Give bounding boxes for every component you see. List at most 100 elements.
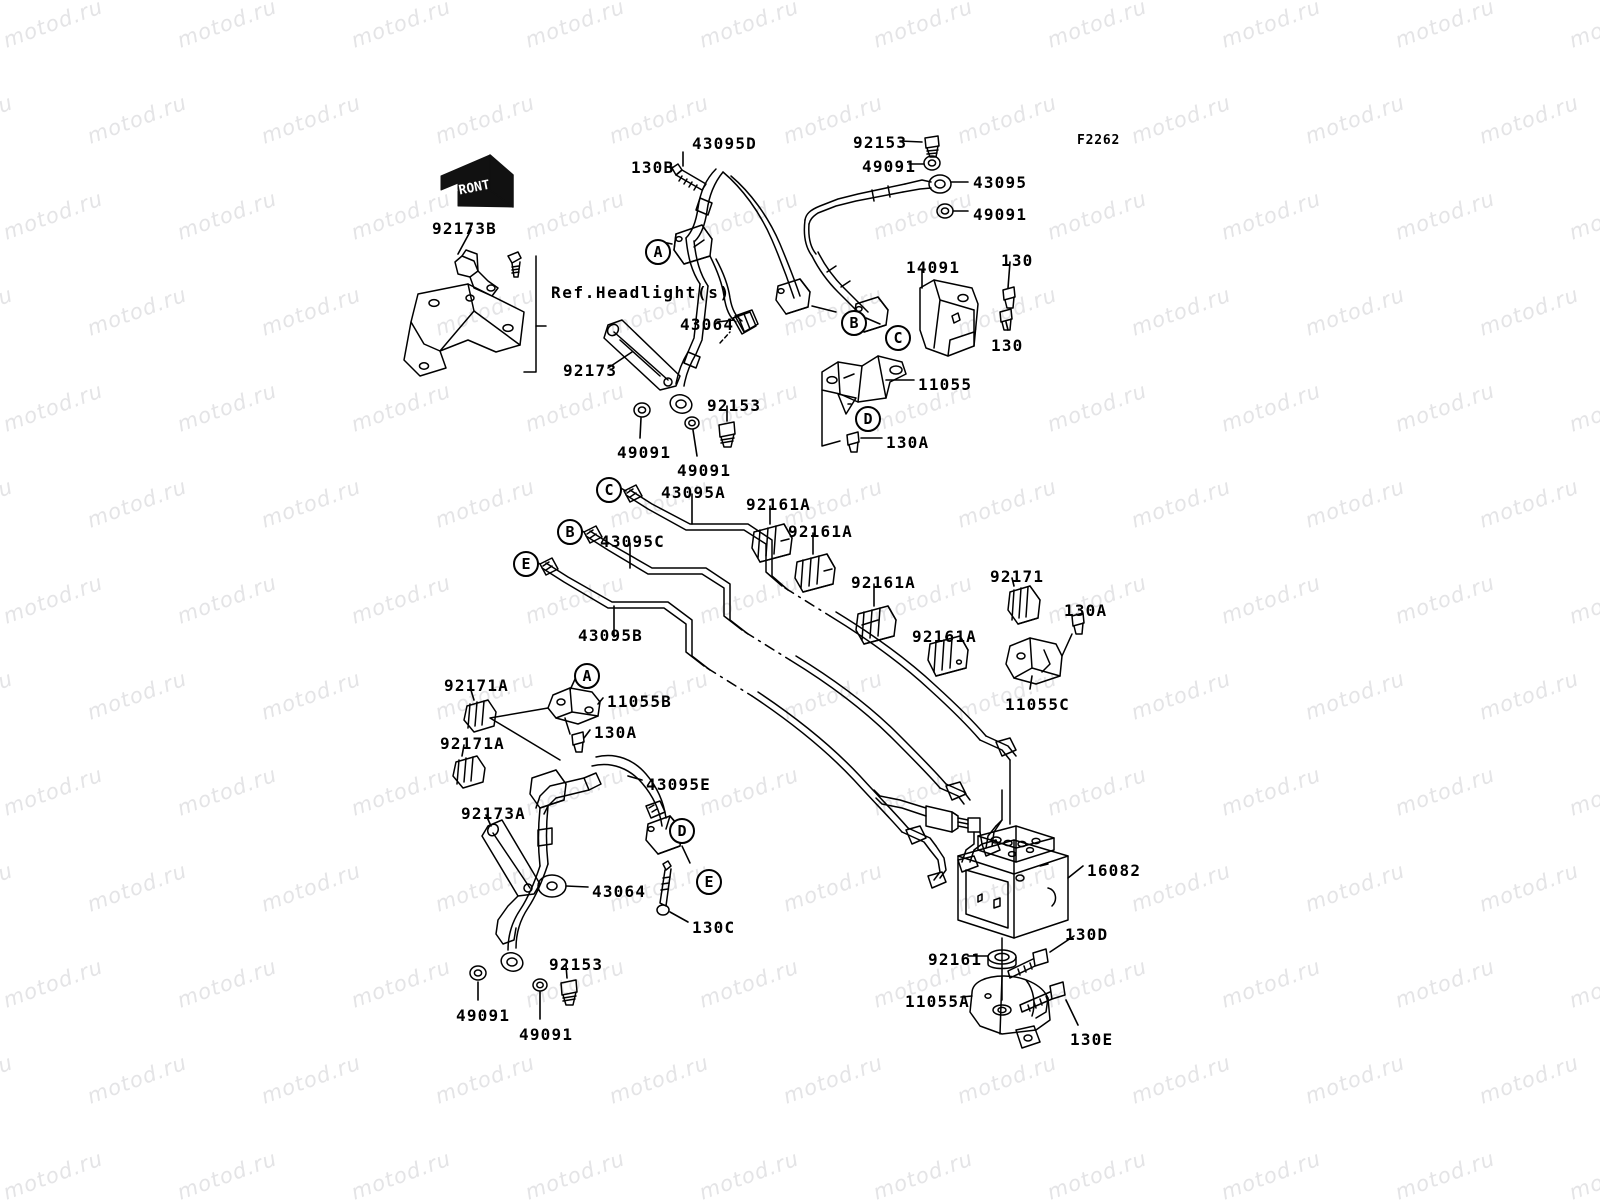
part-92161a-4	[927, 635, 969, 677]
callout-130a[interactable]: 130A	[1064, 601, 1108, 620]
part-upper-pipe-assembly	[669, 237, 709, 414]
section-marker-b[interactable]: B	[841, 310, 867, 336]
callout-92153[interactable]: 92153	[853, 133, 908, 152]
callout-43064[interactable]: 43064	[592, 882, 647, 901]
part-92161a-3	[855, 605, 897, 645]
callout-43095c[interactable]: 43095C	[600, 532, 665, 551]
callout-130b[interactable]: 130B	[631, 158, 675, 177]
callout-92171a[interactable]: 92171A	[440, 734, 505, 753]
part-92161a-1	[751, 523, 793, 563]
callout-43095[interactable]: 43095	[973, 173, 1028, 192]
callout-43095d[interactable]: 43095D	[692, 134, 757, 153]
callout-43095b[interactable]: 43095B	[578, 626, 643, 645]
callout-92171a[interactable]: 92171A	[444, 676, 509, 695]
part-11055c	[1005, 637, 1063, 685]
leader-130a-mid	[1061, 633, 1073, 657]
callout-11055a[interactable]: 11055A	[905, 992, 970, 1011]
callout-f2262[interactable]: F2262	[1077, 133, 1121, 148]
part-43095c	[583, 525, 947, 789]
callout-43064[interactable]: 43064	[680, 315, 735, 334]
callout-92171[interactable]: 92171	[990, 567, 1045, 586]
callout-92161a[interactable]: 92161A	[912, 627, 977, 646]
part-headlight-bracket	[403, 283, 525, 377]
callout-92161a[interactable]: 92161A	[788, 522, 853, 541]
part-130-1	[1002, 286, 1016, 309]
callout-43095e[interactable]: 43095E	[646, 775, 711, 794]
callout-130a[interactable]: 130A	[886, 433, 930, 452]
callout-130d[interactable]: 130D	[1065, 925, 1109, 944]
callout-49091[interactable]: 49091	[862, 157, 917, 176]
section-marker-e[interactable]: E	[696, 869, 722, 895]
callout-11055c[interactable]: 11055C	[1005, 695, 1070, 714]
callout-49091[interactable]: 49091	[519, 1025, 574, 1044]
leader-lines	[457, 140, 1084, 1026]
part-43095a	[623, 484, 987, 741]
dash-43064-upper	[719, 331, 731, 344]
part-92161a-2	[794, 553, 836, 593]
part-92153-bottom	[560, 979, 578, 1006]
section-marker-b[interactable]: B	[557, 519, 583, 545]
callout-92173[interactable]: 92173	[563, 361, 618, 380]
part-43095-hose	[803, 183, 906, 333]
callout-43095a[interactable]: 43095A	[661, 483, 726, 502]
callout-130[interactable]: 130	[991, 336, 1024, 355]
part-130a-top	[846, 431, 860, 453]
callout-49091[interactable]: 49091	[617, 443, 672, 462]
section-marker-c[interactable]: C	[596, 477, 622, 503]
section-marker-e[interactable]: E	[513, 551, 539, 577]
callout-16082[interactable]: 16082	[1087, 861, 1142, 880]
abs-connector-cables	[873, 735, 1017, 889]
leader-130a-top	[821, 389, 841, 447]
part-49091-bottom-2	[532, 978, 548, 992]
part-130a-lower	[571, 731, 585, 753]
section-marker-a[interactable]: A	[645, 239, 671, 265]
callout-130a[interactable]: 130A	[594, 723, 638, 742]
section-marker-d[interactable]: D	[855, 406, 881, 432]
callout-49091[interactable]: 49091	[677, 461, 732, 480]
callout-11055b[interactable]: 11055B	[607, 692, 672, 711]
callout-49091[interactable]: 49091	[456, 1006, 511, 1025]
part-92171	[1007, 585, 1041, 625]
part-11055	[821, 355, 907, 415]
part-92173	[603, 319, 681, 391]
section-marker-a[interactable]: A	[574, 663, 600, 689]
part-43095-banjo	[902, 174, 952, 194]
part-130d	[1007, 948, 1049, 979]
part-49091-mid-2	[684, 416, 700, 430]
part-130e	[1019, 981, 1066, 1013]
part-49091-top-1	[923, 155, 941, 171]
part-92153-top	[924, 135, 940, 158]
part-43095d	[673, 168, 811, 335]
part-11055b	[547, 687, 601, 725]
callout-92173b[interactable]: 92173B	[432, 219, 497, 238]
callout-92173a[interactable]: 92173A	[461, 804, 526, 823]
part-11055a	[969, 975, 1051, 1049]
leader-130a-lower	[564, 717, 571, 735]
callout-130[interactable]: 130	[1001, 251, 1034, 270]
part-screw-headlight	[507, 251, 522, 278]
callout-92161a[interactable]: 92161A	[746, 495, 811, 514]
part-130a-mid	[1071, 612, 1085, 635]
callout-ref-headlight-s-[interactable]: Ref.Headlight(s)	[551, 283, 731, 302]
svg-text:FRONT: FRONT	[450, 178, 491, 200]
callout-49091[interactable]: 49091	[973, 205, 1028, 224]
callout-92161[interactable]: 92161	[928, 950, 983, 969]
part-43064-upper-clamp	[734, 309, 759, 333]
part-130b	[671, 163, 707, 191]
part-49091-mid-1	[633, 402, 651, 418]
callout-92153[interactable]: 92153	[707, 396, 762, 415]
part-92173a	[481, 819, 541, 945]
callout-14091[interactable]: 14091	[906, 258, 961, 277]
section-marker-d[interactable]: D	[669, 818, 695, 844]
section-marker-c[interactable]: C	[885, 325, 911, 351]
part-92171a-2	[452, 755, 486, 789]
callout-11055[interactable]: 11055	[918, 375, 973, 394]
callout-92153[interactable]: 92153	[549, 955, 604, 974]
part-92171a-1	[463, 699, 497, 733]
callout-92161a[interactable]: 92161A	[851, 573, 916, 592]
callout-130c[interactable]: 130C	[692, 918, 736, 937]
part-43095b	[539, 557, 909, 833]
callout-130e[interactable]: 130E	[1070, 1030, 1114, 1049]
